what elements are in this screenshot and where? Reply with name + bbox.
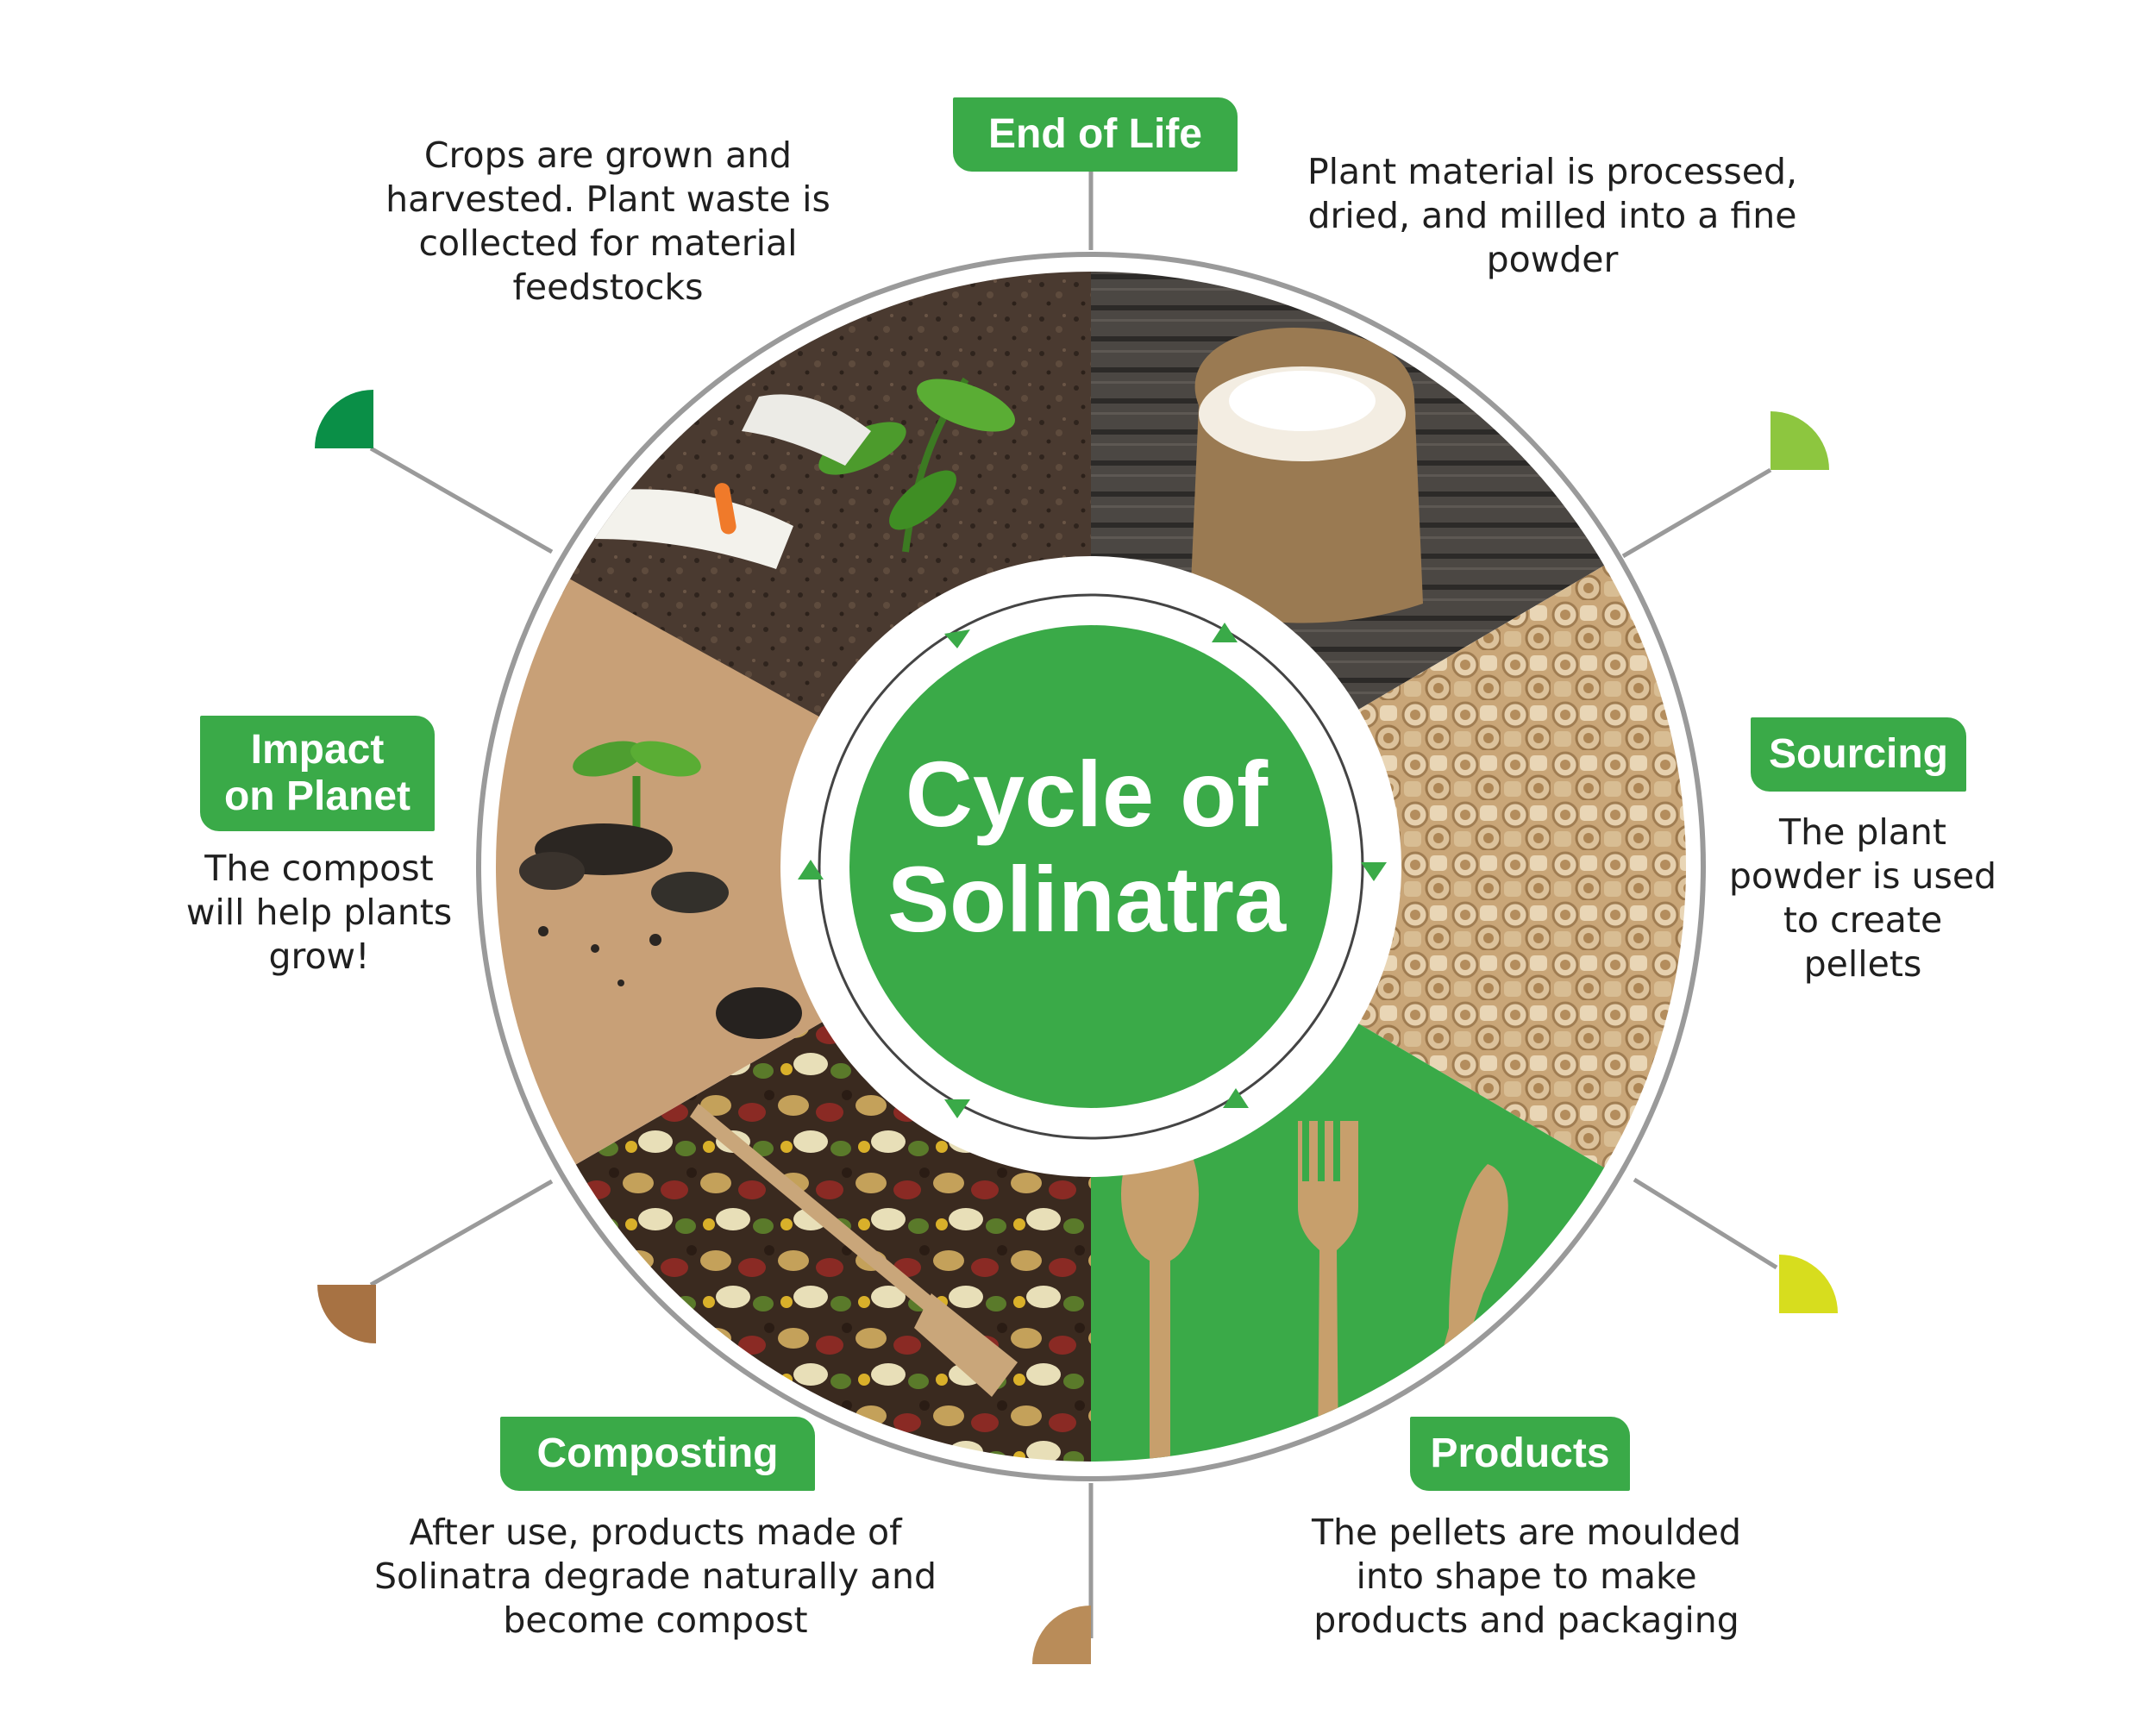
seedling-illustration [595, 377, 1015, 569]
cycle-arrows [798, 623, 1387, 1118]
impact-description: The compost will help plants grow! [185, 848, 453, 977]
wooden-fork-illustration [690, 1104, 1018, 1397]
yellow-quarter-marker [1779, 1255, 1838, 1313]
end-of-life-description: Plant material is processed, dried, and … [1307, 151, 1798, 280]
center-title: Cycle of Solinatra [854, 742, 1319, 952]
composting-label: Composting [500, 1417, 815, 1491]
products-label: Products [1410, 1417, 1630, 1491]
center-circle [849, 625, 1332, 1108]
dark-green-quarter-marker [315, 390, 373, 448]
crops-description: Crops are grown and harvested. Plant was… [385, 135, 830, 308]
products-description: The pellets are moulded into shape to ma… [1311, 1512, 1742, 1641]
end-of-life-label: End of Life [953, 97, 1238, 172]
brown-quarter-marker [317, 1285, 376, 1343]
sourcing-label: Sourcing [1751, 717, 1966, 792]
pellets-photo [1091, 560, 1686, 1181]
composting-description: After use, products made of Solinatra de… [374, 1512, 937, 1641]
sprout-illustration [519, 741, 802, 1039]
center-title-line2: Solinatra [887, 847, 1287, 951]
flour-sack-illustration [1190, 328, 1423, 623]
impact-on-planet-label: Impact on Planet [200, 716, 435, 831]
cycle-arrow-ring [818, 593, 1364, 1140]
center-title-line1: Cycle of [905, 742, 1269, 846]
sprout-photo [496, 560, 1091, 1173]
lime-quarter-marker [1771, 411, 1829, 470]
sourcing-description: The plant powder is used to create pelle… [1728, 811, 1997, 985]
tan-quarter-marker [1032, 1606, 1091, 1664]
connector-lines [369, 168, 1778, 1638]
impact-label-line1: Impact [250, 727, 385, 773]
impact-label-line2: on Planet [223, 773, 411, 819]
